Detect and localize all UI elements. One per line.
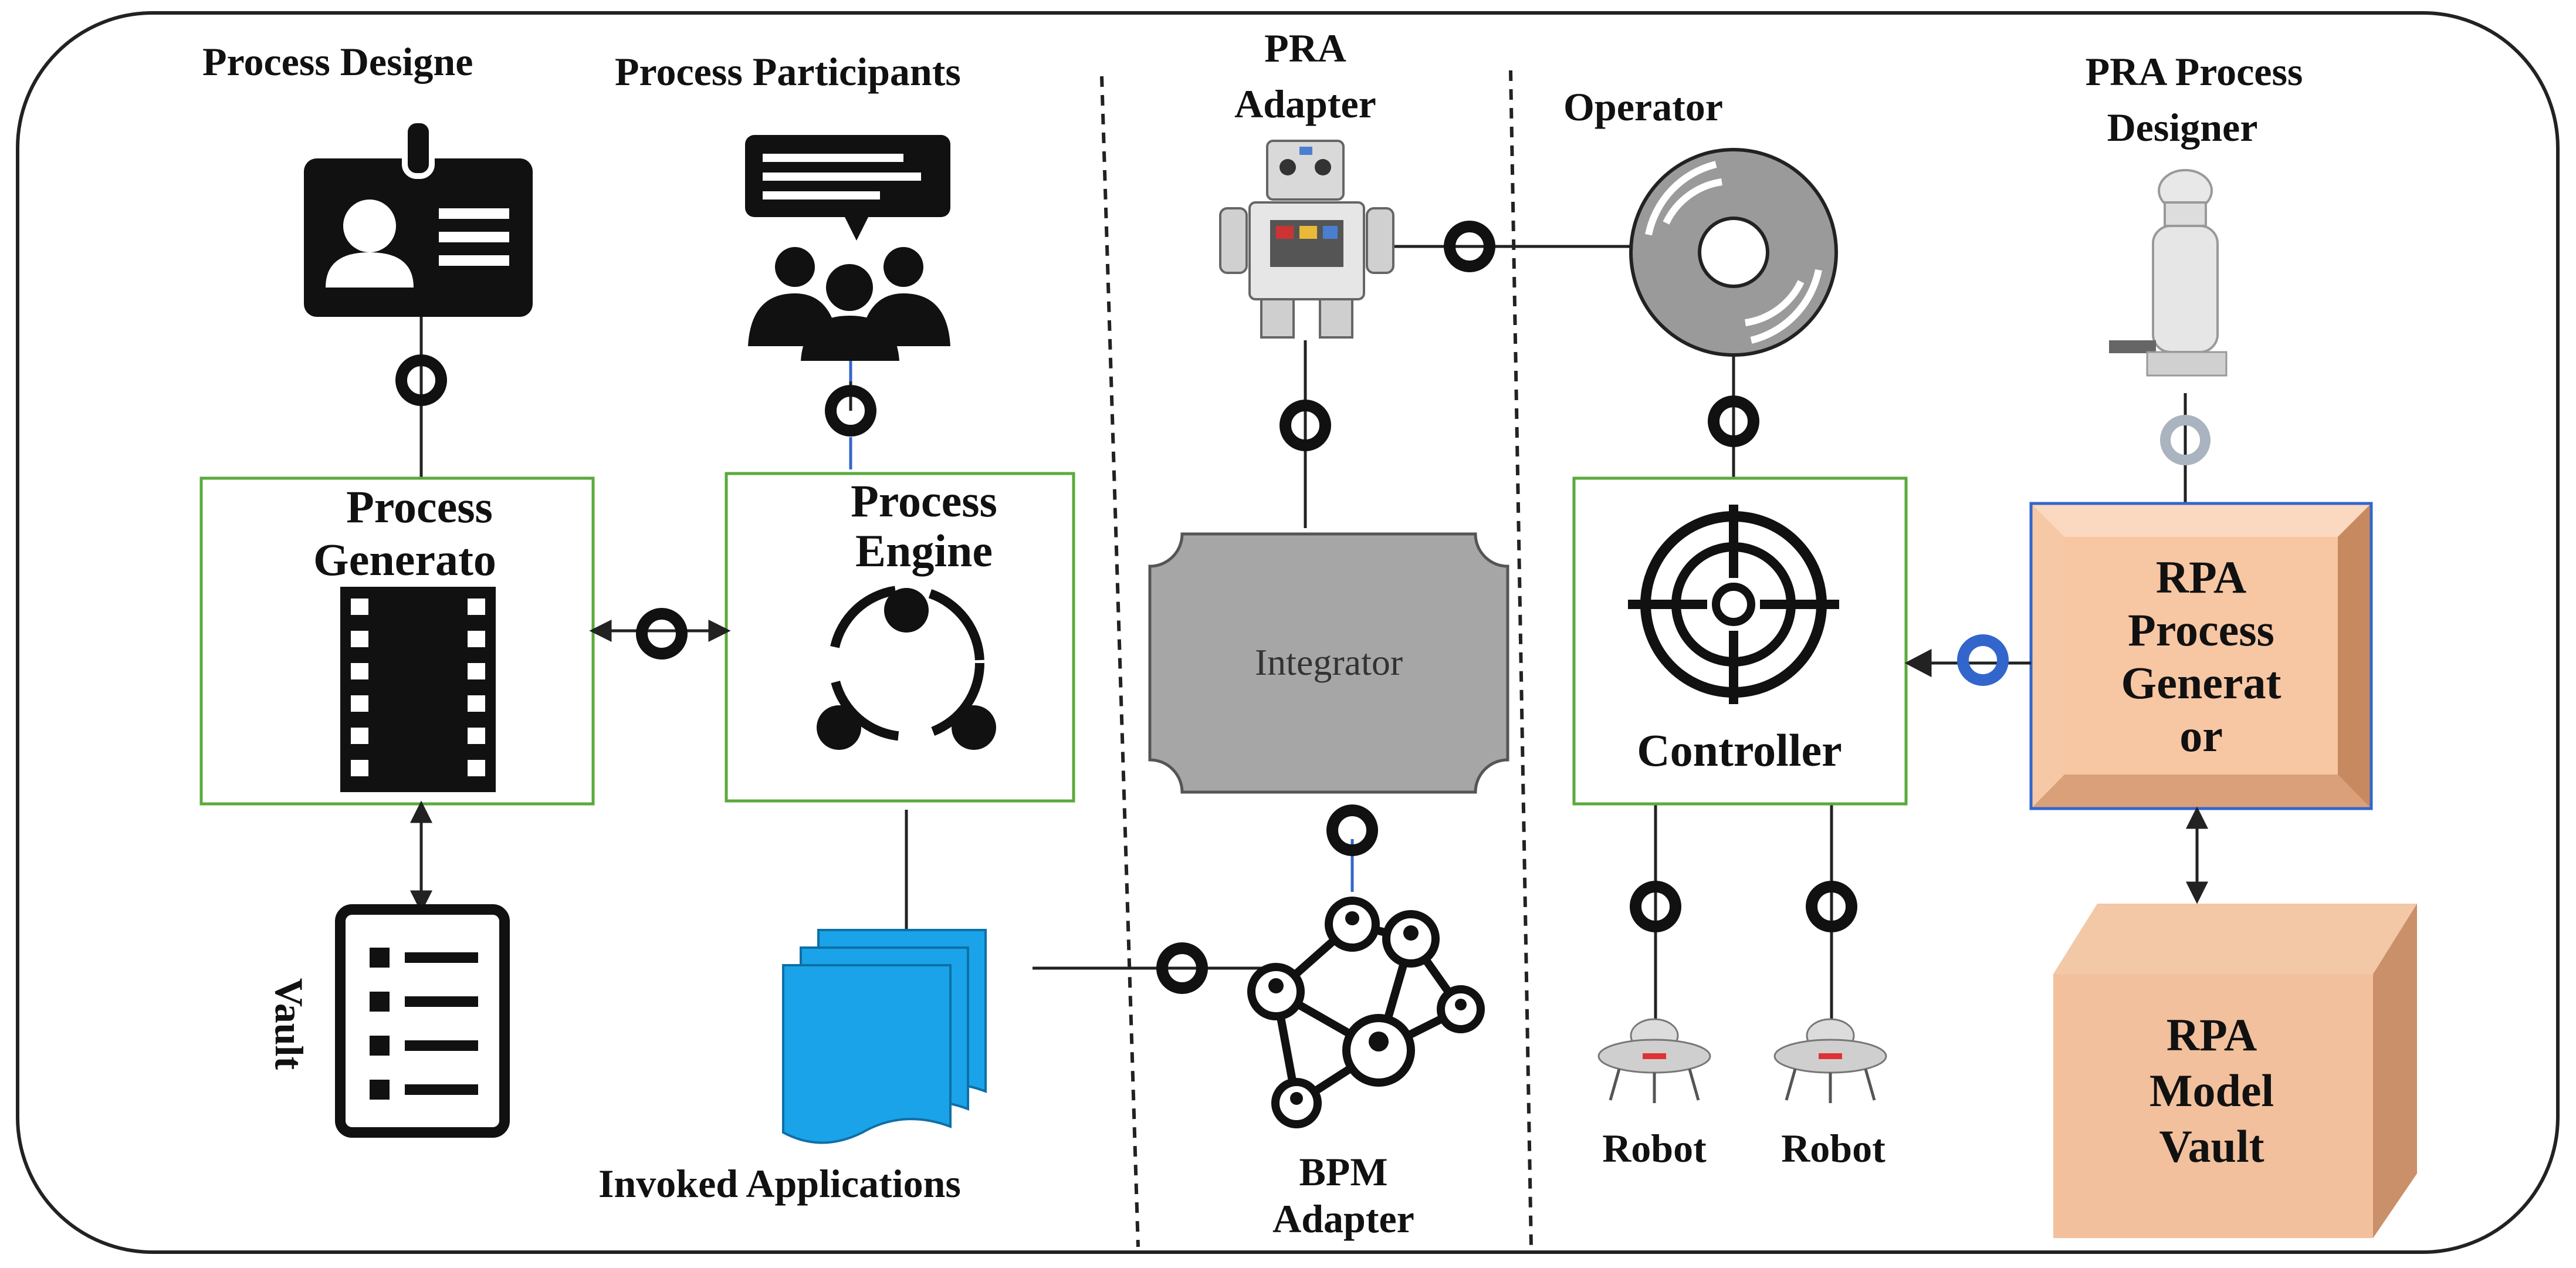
pra-process-designer-label-2: Designer (2107, 105, 2258, 150)
controller-label: Controller (1637, 725, 1842, 776)
robot-label-1: Robot (1602, 1126, 1707, 1171)
pra-process-designer-label-1: PRA Process (2086, 49, 2303, 94)
ring-controller-robot-2 (1806, 881, 1857, 932)
ring-operator-controller (1708, 395, 1759, 447)
camera-device-icon (2109, 169, 2228, 377)
process-engine-title-2: Engine (855, 525, 993, 576)
rpa-process-generator-box (2029, 502, 2373, 810)
ring-rpa-designer (2160, 415, 2211, 465)
operator-label: Operator (1563, 84, 1723, 129)
ring-pra-adapter-integrator (1279, 400, 1331, 451)
rpa-model-vault-cube (2053, 904, 2417, 1238)
process-engine-box (725, 472, 1075, 803)
ring-pra-adapter-side (1444, 221, 1495, 272)
ring-integrator-bpm (1326, 804, 1378, 856)
ring-generator-engine (636, 608, 688, 660)
process-participants-label: Process Participants (615, 49, 961, 94)
robot-saucer-icon-1 (1597, 1018, 1711, 1103)
ring-applications-bpm (1156, 942, 1208, 994)
bpm-adapter-label-2: Adapter (1272, 1196, 1414, 1241)
checklist-icon (335, 904, 510, 1138)
pra-adapter-label-2: Adapter (1234, 82, 1376, 126)
arrow-rpa-to-controller (1904, 648, 2031, 678)
outer-frame (16, 11, 2560, 1254)
id-badge-icon (304, 117, 533, 317)
rpa-generator-line-4: or (2179, 710, 2223, 761)
rpa-generator-line-1: RPA (2156, 552, 2247, 603)
operator-disc-icon (1629, 148, 1838, 357)
pra-adapter-label-1: PRA (1264, 26, 1346, 70)
rpa-generator-line-3: Generat (2121, 657, 2281, 708)
invoked-applications-label: Invoked Applications (598, 1161, 961, 1206)
participants-group-icon (745, 135, 950, 361)
divider-left (1100, 76, 1140, 1247)
process-cycle-icon (817, 585, 996, 750)
integrator-label: Integrator (1255, 641, 1403, 683)
integrator-shape (1148, 532, 1509, 794)
process-generator-title-2: Generato (313, 534, 496, 585)
robot-saucer-icon-2 (1773, 1018, 1887, 1103)
double-arrow-rpa-vault (2185, 806, 2209, 904)
documents-stack-icon (782, 929, 987, 1144)
robot-label-2: Robot (1781, 1126, 1886, 1171)
process-generator-title-1: Process (346, 481, 493, 532)
ring-designer-generator (395, 354, 447, 406)
rpa-generator-line-2: Process (2128, 604, 2274, 655)
ring-rpa-controller (1957, 634, 2009, 686)
bpm-adapter-label-1: BPM (1299, 1149, 1387, 1194)
network-nodes-icon (1247, 897, 1485, 1128)
divider-right (1509, 70, 1533, 1247)
controller-box (1572, 476, 1908, 806)
double-arrow-generator-vault (409, 800, 433, 913)
target-crosshair-icon (1628, 505, 1839, 704)
ring-participants-engine (825, 385, 876, 437)
double-arrow-generator-engine (589, 619, 731, 643)
process-designer-label: Process Designe (202, 39, 473, 84)
robot-toy-icon (1219, 140, 1394, 339)
ring-controller-robot-1 (1630, 881, 1681, 932)
film-strip-icon (340, 587, 496, 792)
process-engine-title-1: Process (851, 475, 997, 526)
rpa-vault-line-1: RPA (2167, 1009, 2257, 1060)
rpa-vault-line-3: Vault (2159, 1121, 2264, 1172)
rpa-vault-line-2: Model (2150, 1065, 2274, 1116)
vault-label: Vault (267, 978, 312, 1070)
